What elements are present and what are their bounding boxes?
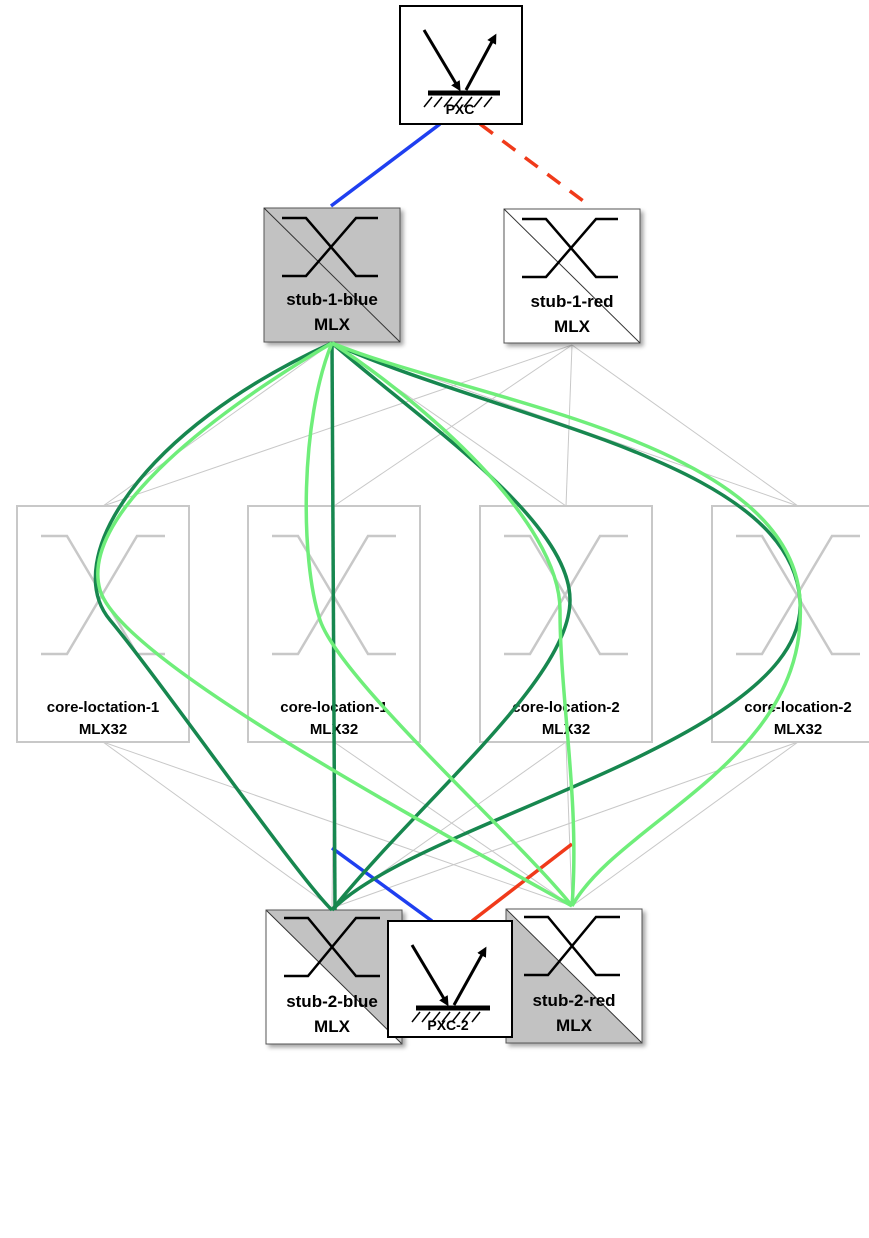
mesh-link	[102, 741, 333, 909]
redundant-path-5	[96, 341, 573, 908]
redundant-path-7	[331, 341, 576, 907]
pxc-top[interactable]: PXC	[399, 5, 523, 125]
reflection-icon	[410, 944, 490, 1023]
crossbar-switch-icon	[504, 534, 628, 656]
red-link-stub2-pxc2	[470, 842, 574, 923]
stub-model: MLX	[314, 1017, 351, 1036]
mesh-link	[333, 741, 573, 907]
blue-link-stub2-pxc2	[330, 846, 434, 923]
core-model: MLX32	[79, 721, 127, 738]
stub-name: stub-1-blue	[286, 290, 378, 309]
stub-name: stub-1-red	[530, 292, 613, 311]
pxc-links	[329, 122, 592, 923]
stub-model: MLX	[554, 317, 591, 336]
mesh-link	[102, 344, 573, 507]
reflection-icon	[422, 29, 500, 108]
stub-switch-stub-2-red[interactable]: stub-2-red MLX	[505, 908, 643, 1044]
stub-switch-stub-1-red[interactable]: stub-1-red MLX	[503, 208, 641, 344]
red-dashed-link-pxc-stub1	[478, 122, 592, 208]
stub-switch-stub-1-blue[interactable]: stub-1-blue MLX	[263, 207, 401, 343]
mesh-link	[331, 741, 799, 909]
crossbar-switch-icon	[284, 916, 380, 978]
core-name: core-location-2	[744, 699, 852, 716]
mesh-link	[565, 741, 573, 907]
crossbar-switch-icon	[282, 216, 378, 278]
core-switches: core-loctation-1MLX32core-location-1MLX3…	[16, 505, 869, 743]
mesh-link	[565, 344, 573, 507]
mesh-link	[102, 741, 573, 907]
pxc-label: PXC	[446, 101, 475, 117]
crossbar-switch-icon	[522, 217, 618, 279]
redundant-path-1	[93, 341, 334, 912]
redundant-path-6	[304, 342, 574, 908]
redundant-path-8	[331, 341, 802, 907]
crossbar-switch-icon	[524, 915, 620, 977]
stub-name: stub-2-blue	[286, 992, 378, 1011]
mesh-link	[571, 741, 799, 907]
stub-model: MLX	[314, 315, 351, 334]
blue-link-pxc-stub1	[329, 122, 442, 208]
mesh-link	[333, 344, 573, 507]
mesh-link	[571, 344, 799, 507]
pxc-label: PXC-2	[427, 1017, 468, 1033]
redundant-path-3	[330, 341, 572, 912]
crossbar-switch-icon	[736, 534, 860, 656]
core-model: MLX32	[774, 721, 822, 738]
stub-name: stub-2-red	[532, 991, 615, 1010]
redundant-paths	[93, 341, 802, 912]
stub-model: MLX	[556, 1016, 593, 1035]
stub-switch-stub-2-blue[interactable]: stub-2-blue MLX	[265, 909, 403, 1045]
pxc-bottom[interactable]: PXC-2	[387, 920, 513, 1038]
redundant-path-2	[330, 342, 337, 911]
core-name: core-loctation-1	[47, 699, 160, 716]
